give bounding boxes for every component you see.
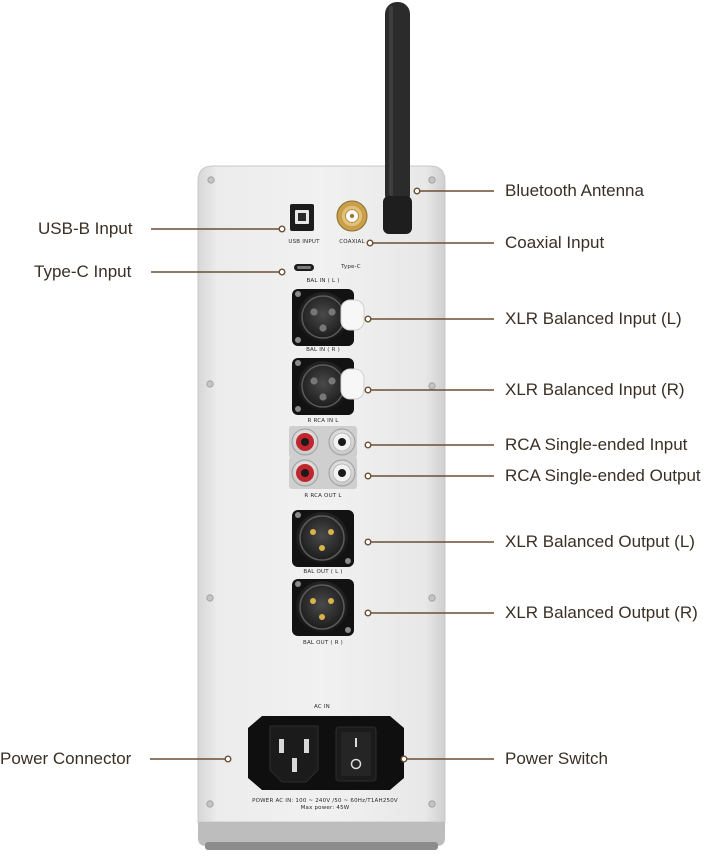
callout-usb-b-input: USB-B Input (38, 219, 133, 238)
callout-coaxial-input: Coaxial Input (505, 233, 605, 252)
bal-in-r-silk-label: BAL IN ( R ) (306, 347, 340, 353)
bal-out-r-silk-label: BAL OUT ( R ) (302, 640, 344, 646)
callout-rca-single-ended-output: RCA Single-ended Output (505, 466, 701, 485)
power-spec-line-2: Max power: 45W (300, 805, 350, 811)
power-spec-line-1: POWER AC IN: 100 ~ 240V /50 ~ 60Hz/T1AH2… (252, 798, 398, 804)
rca-out-silk-label: R RCA OUT L (304, 493, 342, 499)
callout-xlr-balanced-output-l: XLR Balanced Output (L) (505, 532, 695, 551)
rca-input-jacks (289, 426, 357, 458)
rear-panel (197, 165, 446, 850)
callout-power-connector: Power Connector (0, 749, 132, 768)
usb-input-silk-label: USB INPUT (288, 239, 320, 245)
power-module (248, 716, 404, 790)
xlr-output-l (292, 510, 354, 567)
callout-rca-single-ended-input: RCA Single-ended Input (505, 435, 688, 454)
ac-in-silk-label: AC IN (314, 704, 330, 710)
callout-xlr-balanced-input-r: XLR Balanced Input (R) (505, 380, 685, 399)
bal-out-l-silk-label: BAL OUT ( L ) (303, 569, 343, 575)
callout-xlr-balanced-output-r: XLR Balanced Output (R) (505, 603, 698, 622)
callout-xlr-balanced-input-l: XLR Balanced Input (L) (505, 309, 682, 328)
leader-lines (150, 187, 494, 763)
callout-type-c-input: Type-C Input (34, 262, 132, 281)
type-c-port (294, 264, 314, 271)
bluetooth-antenna (383, 2, 412, 234)
bal-in-l-silk-label: BAL IN ( L ) (306, 278, 340, 284)
rca-output-jacks (289, 457, 357, 489)
power-connector (269, 725, 319, 783)
callout-power-switch: Power Switch (505, 749, 608, 768)
rca-in-silk-label: R RCA IN L (307, 418, 339, 424)
xlr-input-l (292, 289, 365, 346)
xlr-input-r (292, 358, 365, 415)
type-c-silk-label: Type-C (341, 264, 361, 270)
power-switch (335, 726, 377, 782)
usb-b-port (290, 204, 314, 231)
callout-bluetooth-antenna: Bluetooth Antenna (505, 181, 644, 200)
coaxial-silk-label: COAXIAL (339, 239, 365, 245)
coaxial-port (336, 200, 368, 232)
panel-screws (206, 176, 436, 808)
xlr-output-r (292, 579, 354, 636)
